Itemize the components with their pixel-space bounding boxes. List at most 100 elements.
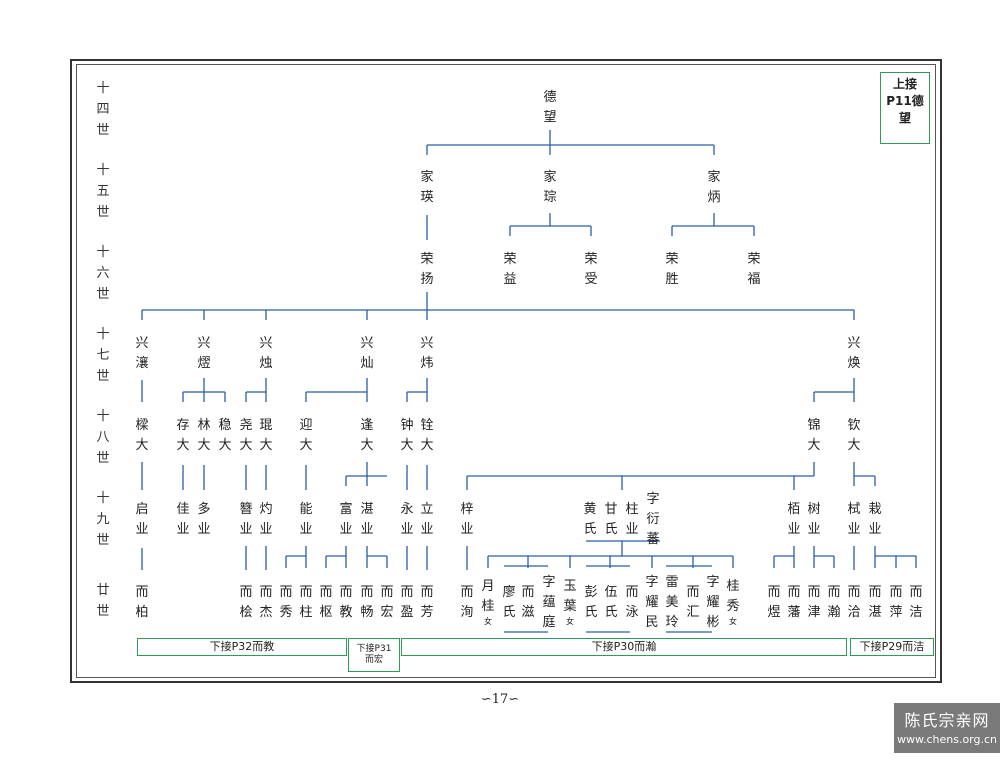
person-node: 而秀 bbox=[279, 585, 293, 620]
person-node: 而泳 bbox=[625, 585, 639, 620]
person-node: 而煜 bbox=[767, 585, 781, 620]
person-node: 荣扬 bbox=[420, 252, 434, 287]
gen-label-17: 十七世 bbox=[96, 327, 110, 384]
person-node: 字蕴庭 bbox=[542, 575, 556, 630]
person-node: 荣受 bbox=[584, 252, 598, 287]
person-node-female: 玉葉 女 bbox=[562, 577, 578, 627]
female-mark: 女 bbox=[729, 617, 737, 626]
person-node: 琨大 bbox=[259, 418, 273, 453]
watermark-url: www.chens.org.cn bbox=[896, 733, 998, 746]
person-node: 立业 bbox=[420, 502, 434, 537]
person-node: 雷美玲 bbox=[665, 575, 679, 630]
person-node: 而柏 bbox=[135, 585, 149, 620]
person-node: 家炳 bbox=[707, 170, 721, 205]
person-node: 树业 bbox=[807, 502, 821, 537]
person-node: 而畅 bbox=[360, 585, 374, 620]
person-node: 而枢 bbox=[319, 585, 333, 620]
person-node: 栽业 bbox=[868, 502, 882, 537]
link-box-p30[interactable]: 下接P30而瀚 bbox=[401, 638, 847, 656]
person-node: 而洵 bbox=[460, 585, 474, 620]
person-node: 逢大 bbox=[360, 418, 374, 453]
person-node: 而桧 bbox=[239, 585, 253, 620]
person-node: 兴烛 bbox=[259, 336, 273, 371]
person-node: 林大 bbox=[197, 418, 211, 453]
person-node: 能业 bbox=[299, 502, 313, 537]
person-node: 荣胜 bbox=[665, 252, 679, 287]
female-mark: 女 bbox=[566, 617, 574, 626]
person-node: 字衍蕃 bbox=[646, 492, 660, 547]
person-node: 而湛 bbox=[868, 585, 882, 620]
gen-label-19: 十九世 bbox=[96, 491, 110, 548]
person-node: 佳业 bbox=[176, 502, 190, 537]
person-node-female: 桂秀 女 bbox=[725, 577, 741, 627]
link-box-p31[interactable]: 下接P31而宏 bbox=[348, 638, 400, 672]
person-node: 启业 bbox=[135, 502, 149, 537]
person-node: 锦大 bbox=[807, 418, 821, 453]
person-node: 钟大 bbox=[400, 418, 414, 453]
person-node: 兴熤 bbox=[197, 336, 211, 371]
upper-link-box[interactable]: 上接P11德望 bbox=[880, 72, 930, 144]
person-node: 樑大 bbox=[135, 418, 149, 453]
person-node: 兴焕 bbox=[847, 336, 861, 371]
person-node: 灼业 bbox=[259, 502, 273, 537]
person-node: 而藩 bbox=[787, 585, 801, 620]
person-node: 家琮 bbox=[543, 170, 557, 205]
person-node: 多业 bbox=[197, 502, 211, 537]
gen-label-14: 十四世 bbox=[96, 81, 110, 138]
person-name: 桂秀 bbox=[726, 579, 740, 614]
page-number: ∽17∽ bbox=[480, 692, 520, 707]
gen-label-15: 十五世 bbox=[96, 163, 110, 220]
person-node: 而瀚 bbox=[827, 585, 841, 620]
person-node: 迎大 bbox=[299, 418, 313, 453]
person-node: 兴灿 bbox=[360, 336, 374, 371]
person-node: 而教 bbox=[339, 585, 353, 620]
person-node: 存大 bbox=[176, 418, 190, 453]
person-node: 家瑛 bbox=[420, 170, 434, 205]
person-node: 栢业 bbox=[787, 502, 801, 537]
outer-frame bbox=[70, 59, 942, 683]
link-box-p29[interactable]: 下接P29而洁 bbox=[850, 638, 934, 656]
person-node: 兴炜 bbox=[420, 336, 434, 371]
person-node: 栻业 bbox=[847, 502, 861, 537]
person-node: 永业 bbox=[400, 502, 414, 537]
person-node: 而萍 bbox=[889, 585, 903, 620]
person-node: 铨大 bbox=[420, 418, 434, 453]
person-node: 柱业 bbox=[625, 502, 639, 537]
person-node: 字耀民 bbox=[645, 575, 659, 630]
person-node: 而津 bbox=[807, 585, 821, 620]
person-name: 玉葉 bbox=[563, 579, 577, 614]
person-node: 富业 bbox=[339, 502, 353, 537]
watermark-title: 陈氏宗亲网 bbox=[904, 711, 990, 730]
person-node: 稳大 bbox=[218, 418, 232, 453]
person-name: 月桂 bbox=[481, 579, 495, 614]
person-node: 字耀彬 bbox=[706, 575, 720, 630]
person-node: 而杰 bbox=[259, 585, 273, 620]
person-node: 尧大 bbox=[239, 418, 253, 453]
person-node: 簪业 bbox=[239, 502, 253, 537]
person-node: 彭氏 bbox=[584, 585, 598, 620]
female-mark: 女 bbox=[484, 617, 492, 626]
person-node: 甘氏 bbox=[604, 502, 618, 537]
inner-frame bbox=[76, 64, 936, 678]
person-node: 而宏 bbox=[380, 585, 394, 620]
person-node: 钦大 bbox=[847, 418, 861, 453]
person-node: 黄氏 bbox=[583, 502, 597, 537]
person-node: 而滋 bbox=[521, 585, 535, 620]
person-node: 德望 bbox=[543, 90, 557, 125]
link-box-p32[interactable]: 下接P32而教 bbox=[137, 638, 347, 656]
person-node: 伍氏 bbox=[604, 585, 618, 620]
gen-label-18: 十八世 bbox=[96, 409, 110, 466]
person-node: 而芳 bbox=[420, 585, 434, 620]
person-node: 湛业 bbox=[360, 502, 374, 537]
person-node: 兴瀼 bbox=[135, 336, 149, 371]
person-node: 荣益 bbox=[503, 252, 517, 287]
person-node: 梓业 bbox=[460, 502, 474, 537]
gen-label-16: 十六世 bbox=[96, 245, 110, 302]
person-node: 廖氏 bbox=[502, 585, 516, 620]
person-node: 而盈 bbox=[400, 585, 414, 620]
person-node: 而汇 bbox=[686, 585, 700, 620]
person-node-female: 月桂 女 bbox=[480, 577, 496, 627]
gen-label-20: 廿世 bbox=[96, 583, 110, 619]
person-node: 而洽 bbox=[847, 585, 861, 620]
